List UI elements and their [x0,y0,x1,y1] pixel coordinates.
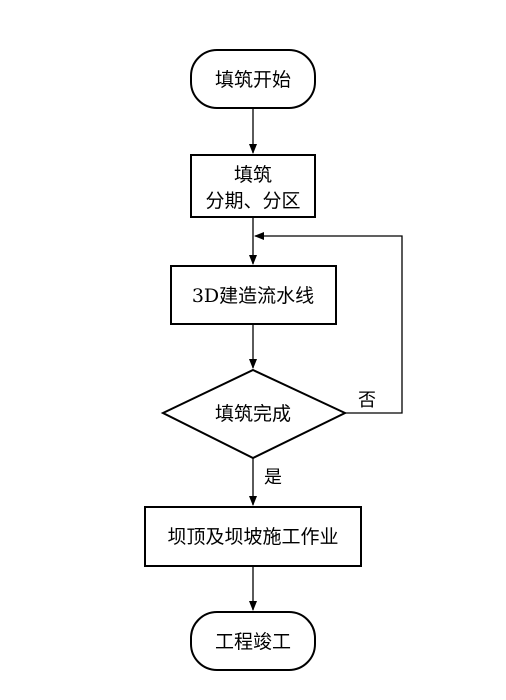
branch-label-yes: 是 [264,467,282,488]
crest-node [144,506,362,567]
pipeline-node-label: 3D建造流水线 [192,285,314,307]
decision-node-label: 填筑完成 [215,403,291,425]
phase-node [190,154,316,218]
decision-node [160,368,348,460]
phase-node-label-line2: 分期、分区 [205,190,300,212]
end-node-label: 工程竣工 [215,631,291,653]
start-node [190,49,316,109]
edge-decision-no-loop [254,232,403,414]
pipeline-node [170,265,337,325]
branch-label-no: 否 [358,390,376,411]
start-node-label: 填筑开始 [215,69,291,91]
crest-node-label: 坝顶及坝坡施工作业 [167,526,338,548]
phase-node-label-line1: 填筑 [234,164,272,186]
end-node [190,611,316,671]
